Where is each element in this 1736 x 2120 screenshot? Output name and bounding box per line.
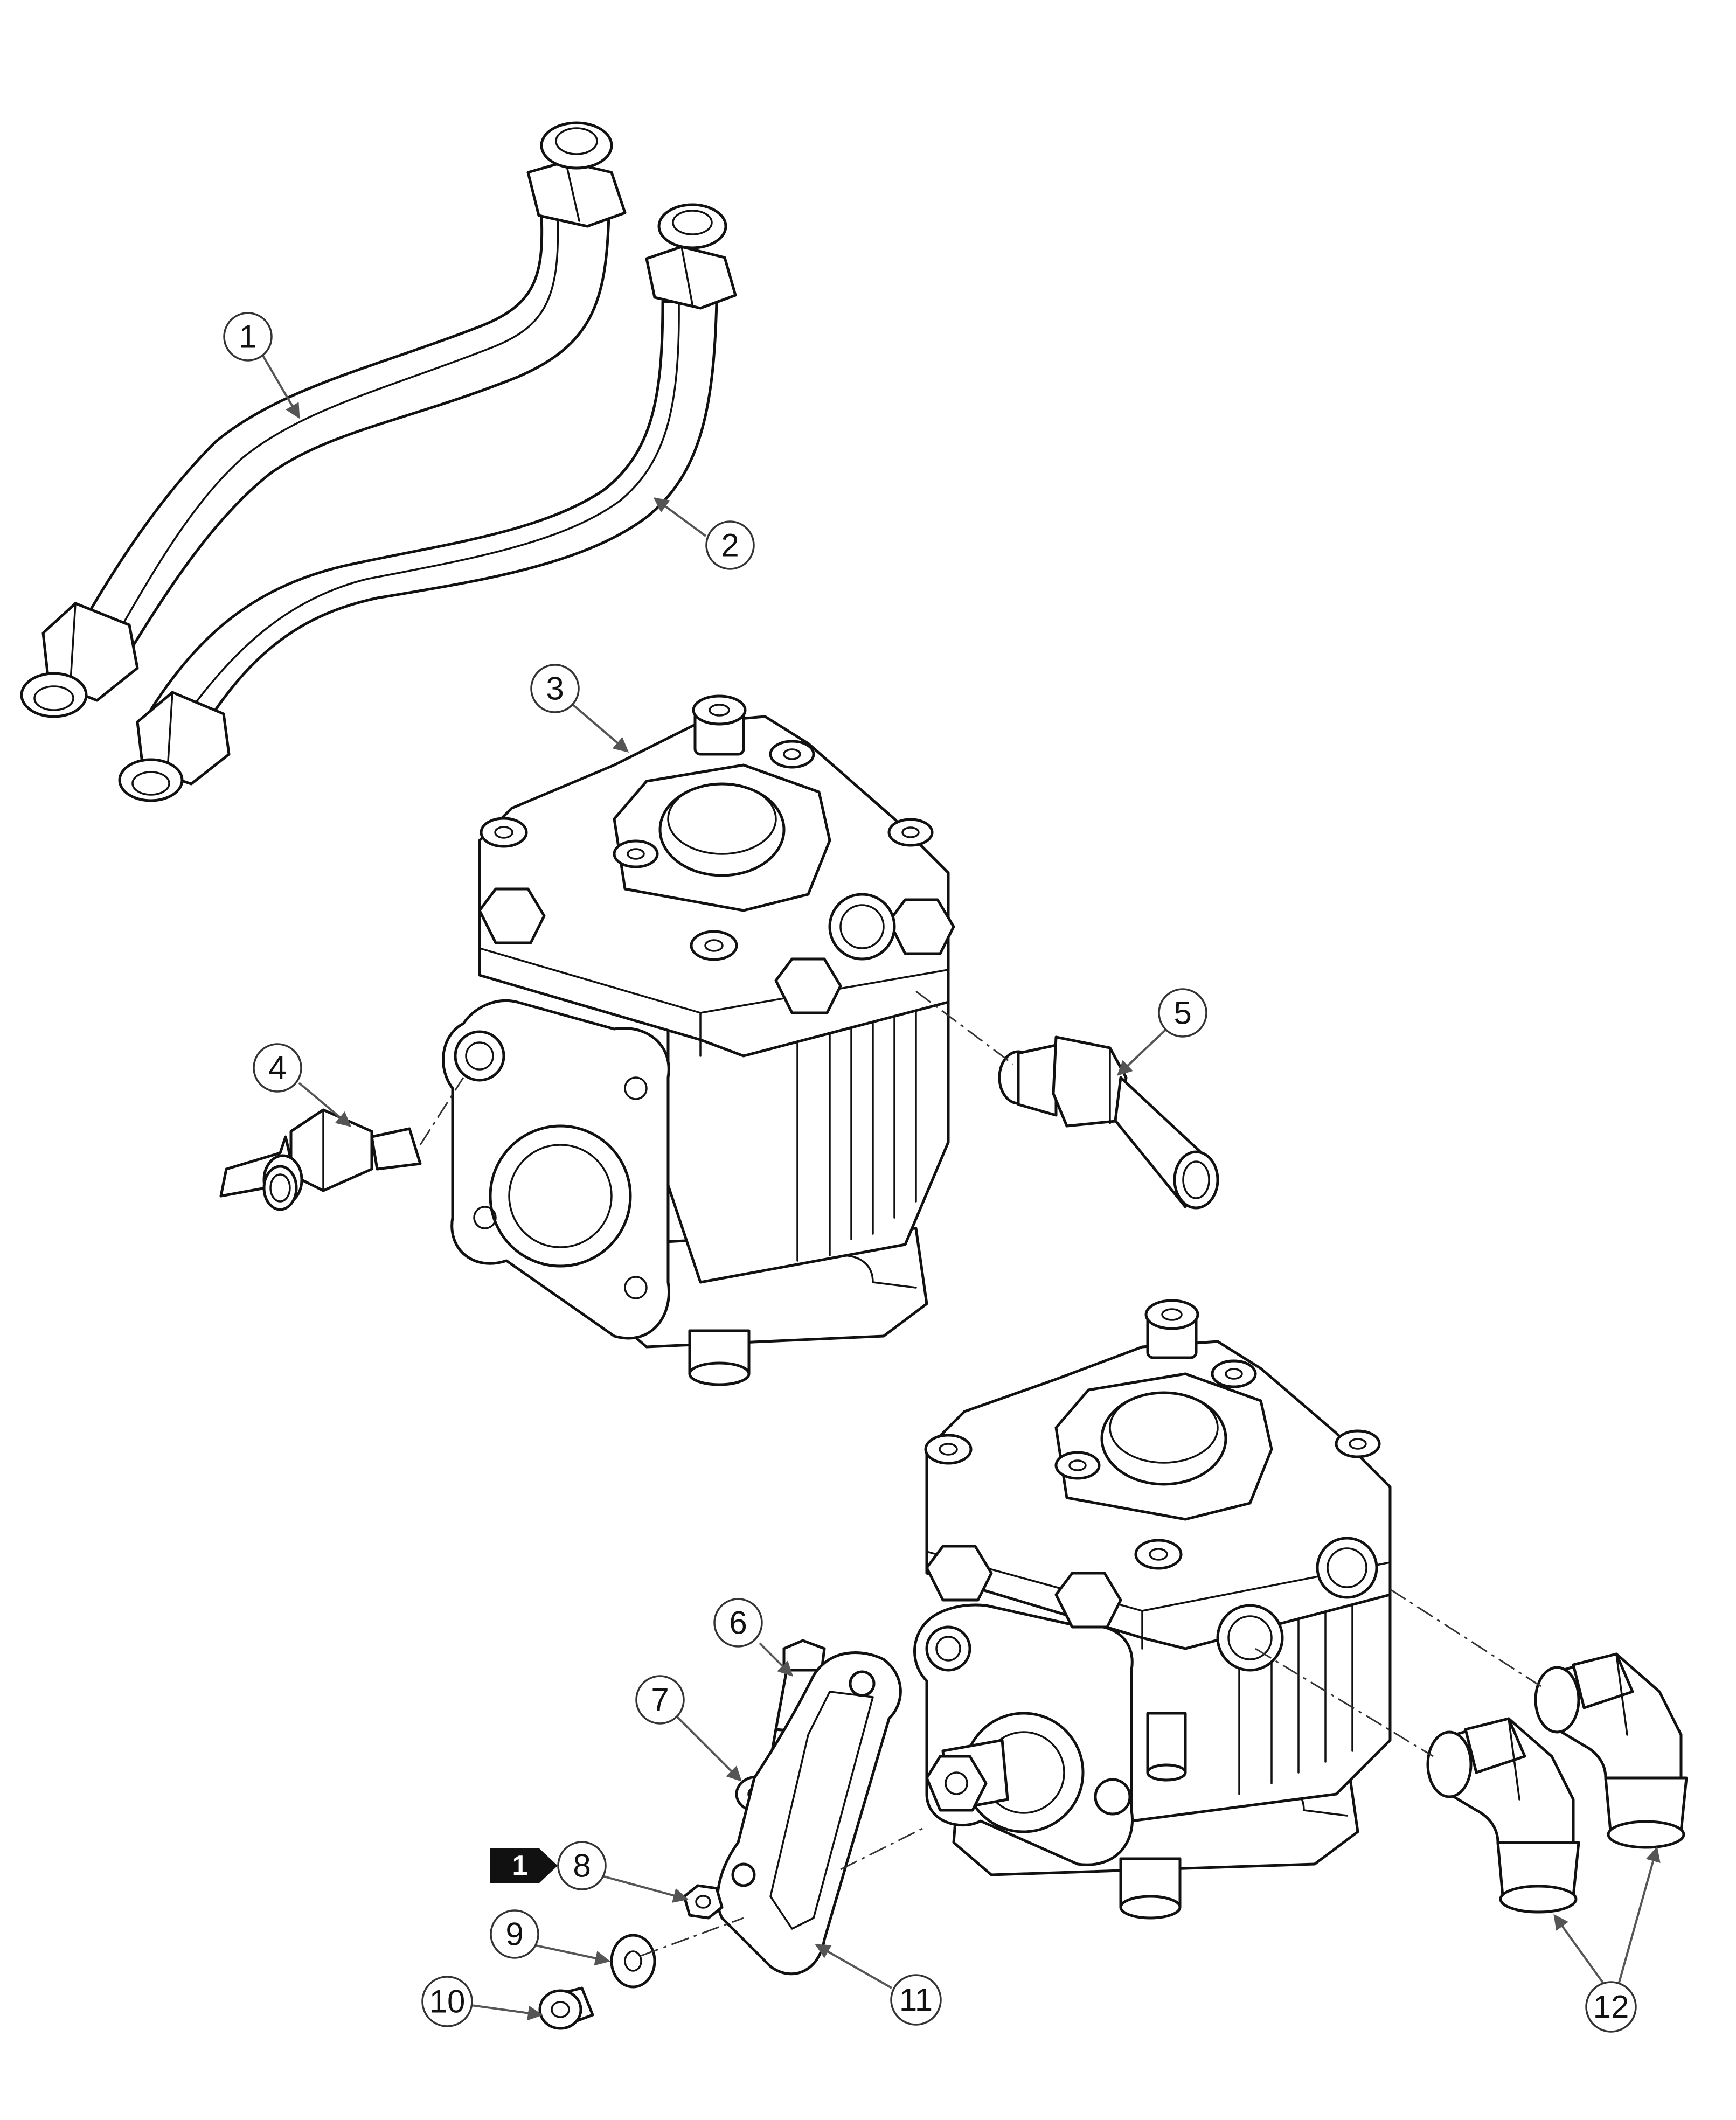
svg-text:7: 7: [651, 1682, 669, 1718]
callout-3: 3: [530, 664, 580, 713]
svg-text:4: 4: [268, 1050, 286, 1086]
hose-1-top-nut: [526, 121, 627, 228]
elbow-12-right: [1534, 1652, 1688, 1849]
svg-text:1: 1: [239, 319, 256, 355]
callout-7: 7: [635, 1675, 685, 1725]
svg-text:12: 12: [1593, 1989, 1629, 2025]
svg-text:5: 5: [1173, 995, 1191, 1031]
pump-head-upper: [442, 694, 955, 1386]
svg-text:6: 6: [729, 1605, 747, 1641]
hose-2-top-nut: [645, 203, 737, 310]
svg-text:11: 11: [899, 1982, 933, 2018]
callout-10: 10: [421, 1976, 473, 2027]
callout-8: 8: [557, 1841, 607, 1890]
callout-4: 4: [253, 1043, 302, 1093]
screw-10: [538, 1986, 594, 2030]
callout-9: 9: [490, 1909, 539, 1959]
callout-1: 1: [223, 312, 273, 362]
svg-text:8: 8: [573, 1848, 591, 1884]
svg-text:2: 2: [721, 527, 739, 564]
washer-9: [610, 1934, 656, 1989]
hose-1: [20, 121, 627, 718]
leader-lines: [260, 352, 1661, 2021]
callout-2: 2: [705, 520, 755, 570]
callout-6: 6: [713, 1598, 763, 1648]
note-flag-label: 1: [512, 1850, 528, 1881]
fitting-5: [998, 1035, 1219, 1210]
svg-text:9: 9: [505, 1916, 523, 1952]
head-cap-screws: [480, 740, 934, 961]
nut-8: [683, 1884, 724, 1920]
svg-text:3: 3: [546, 671, 564, 707]
centerline-12a: [1255, 1648, 1434, 1757]
hose-1-bottom-nut: [20, 602, 139, 718]
centerline-12b: [1390, 1588, 1541, 1687]
note-flag: 1: [490, 1848, 558, 1883]
hose-2-bottom-nut: [118, 691, 231, 802]
centerline-washer: [641, 1917, 744, 1957]
centerline-bracket: [840, 1825, 927, 1871]
centerline-5: [915, 990, 1013, 1065]
lower-head-cap-screws: [924, 1359, 1381, 1570]
svg-text:10: 10: [429, 1984, 466, 2020]
centerline-4: [419, 1077, 464, 1145]
fitting-4: [219, 1108, 422, 1211]
callout-5: 5: [1158, 988, 1207, 1038]
elbow-12-left: [1426, 1717, 1580, 1914]
bracket-11: [716, 1651, 902, 1976]
callout-11: 11: [890, 1974, 942, 2026]
pump-head-lower: [913, 1299, 1392, 1920]
callouts: 1 2 3 4 5 6 7 8 9 10 11 12: [223, 312, 1637, 2033]
callout-12: 12: [1585, 1981, 1637, 2033]
hose-2: [118, 203, 737, 802]
